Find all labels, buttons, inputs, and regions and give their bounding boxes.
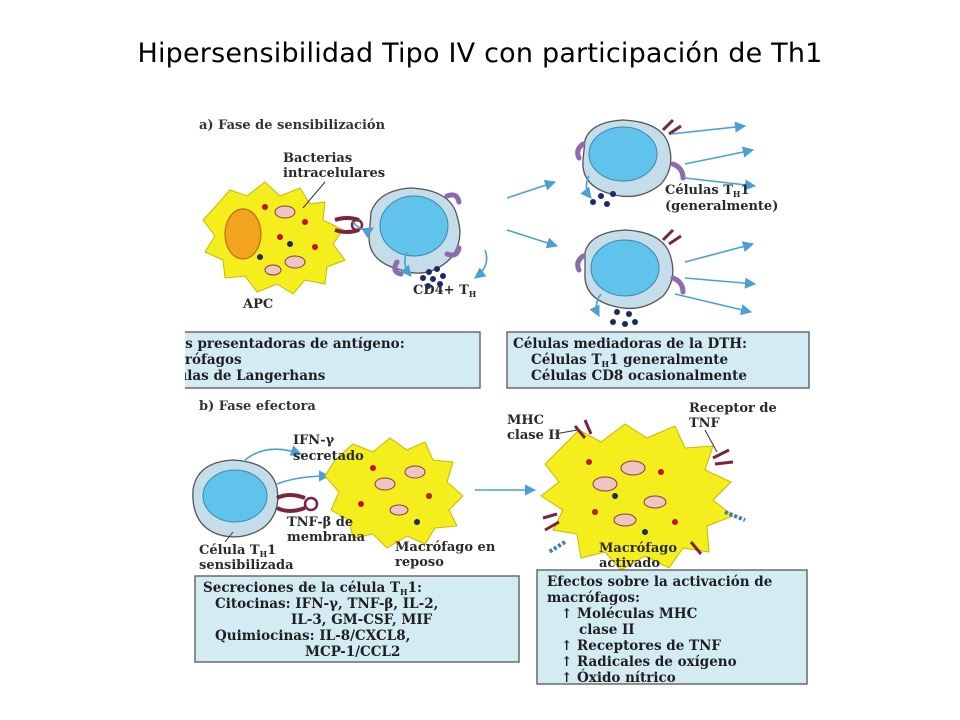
- label-bacteria-2: intracelulares: [283, 166, 385, 181]
- svg-text:↑ Radicales de oxígeno: ↑ Radicales de oxígeno: [561, 654, 737, 670]
- dth-figure: a) Fase de sensibilización Bacterias int…: [185, 118, 810, 686]
- label-resting-2: reposo: [395, 555, 444, 570]
- svg-text:macrófagos:: macrófagos:: [547, 590, 640, 606]
- box-dth-mediators: Células mediadoras de la DTH: Células TH…: [506, 331, 810, 389]
- tnf-receptor: [712, 448, 734, 466]
- label-tnfr-1: Receptor de: [689, 401, 777, 416]
- label-th1: Células T: [665, 183, 733, 198]
- label-tnf-2: membrana: [287, 530, 366, 545]
- cytokine-dots: [420, 266, 446, 289]
- svg-text:Quimiocinas: IL-8/CXCL8,: Quimiocinas: IL-8/CXCL8,: [215, 628, 410, 644]
- th1-cell-bottom: [575, 228, 686, 310]
- svg-text:CD4+ TH: CD4+ TH: [413, 283, 477, 299]
- mhc-ii-receptor: [573, 419, 593, 439]
- svg-text:↑ Óxido nítrico: ↑ Óxido nítrico: [561, 669, 676, 686]
- svg-text:↑ Moléculas MHC: ↑ Moléculas MHC: [561, 606, 698, 622]
- label-ifn-2: secretado: [293, 449, 364, 464]
- label-ifn-1: IFN-γ: [293, 433, 335, 448]
- arrow-ifn: [244, 445, 303, 461]
- activated-macrophage: [540, 419, 746, 571]
- svg-text:IL-3, GM-CSF, MIF: IL-3, GM-CSF, MIF: [291, 612, 433, 628]
- apc-nucleus: [224, 208, 262, 260]
- bacteria-vesicle: [284, 255, 306, 269]
- box-macrophage-activation-effects: Efectos sobre la activación de macrófago…: [536, 569, 808, 686]
- svg-text:Células presentadoras de antíg: Células presentadoras de antígeno:: [185, 336, 405, 352]
- arrow-to-th1-bottom: [506, 229, 559, 249]
- svg-text:Células CD8 ocasionalmente: Células CD8 ocasionalmente: [531, 368, 747, 384]
- label-cd4-sub: H: [469, 289, 477, 299]
- svg-text:Macrófagos: Macrófagos: [185, 352, 242, 368]
- resting-macrophage: [324, 437, 464, 549]
- box-th1-secretions: Secreciones de la célula TH1: Citocinas:…: [194, 575, 520, 663]
- label-bacteria-1: Bacterias: [283, 151, 352, 166]
- box-apc-types: Células presentadoras de antígeno: Macró…: [185, 331, 481, 389]
- svg-text:Célula TH1: Célula TH1: [199, 543, 276, 559]
- tcr-mhc-contact-b: [276, 493, 319, 513]
- svg-text:Células TH1 generalmente: Células TH1 generalmente: [531, 352, 728, 369]
- panel-a-header: a) Fase de sensibilización: [199, 118, 386, 133]
- label-apc: APC: [242, 297, 273, 312]
- th1-top-dots: [590, 191, 616, 207]
- cd4-t-cell: [368, 187, 462, 277]
- svg-text:Células de Langerhans: Células de Langerhans: [185, 368, 326, 384]
- label-th1-generalmente: (generalmente): [665, 199, 778, 214]
- sensitized-th1-cell: [192, 459, 279, 543]
- svg-text:clase II: clase II: [579, 622, 635, 638]
- label-sensitized-tcell: Célula T: [199, 543, 260, 558]
- bacteria-vesicle: [274, 205, 296, 219]
- label-mhc-2: clase II: [507, 428, 561, 443]
- label-sensitized-2: sensibilizada: [199, 558, 294, 573]
- svg-text:Células mediadoras de la DTH:: Células mediadoras de la DTH:: [513, 336, 747, 352]
- apc-macrophage: [202, 181, 346, 295]
- svg-text:MCP-1/CCL2: MCP-1/CCL2: [305, 644, 400, 660]
- bacteria-vesicle: [264, 264, 282, 276]
- svg-text:↑ Receptores de TNF: ↑ Receptores de TNF: [561, 638, 721, 654]
- svg-text:Citocinas: IFN-γ, TNF-β, IL-2,: Citocinas: IFN-γ, TNF-β, IL-2,: [215, 596, 438, 612]
- label-activated-1: Macrófago: [599, 541, 677, 556]
- slide-title: Hipersensibilidad Tipo IV con participac…: [137, 38, 823, 69]
- svg-text:Efectos sobre la activación de: Efectos sobre la activación de: [547, 574, 772, 590]
- label-activated-2: activado: [599, 556, 660, 571]
- panel-b-header: b) Fase efectora: [199, 399, 316, 414]
- svg-text:Células TH1: Células TH1: [665, 183, 750, 199]
- svg-text:Secreciones de la célula TH1:: Secreciones de la célula TH1:: [203, 580, 422, 597]
- label-mhc-1: MHC: [507, 413, 544, 428]
- th1-bottom-dots: [610, 309, 638, 327]
- arrow-to-th1-top: [506, 179, 557, 199]
- label-tnf-1: TNF-β de: [287, 515, 353, 530]
- label-tnfr-2: TNF: [689, 416, 721, 431]
- th1-cell-top: [575, 118, 686, 198]
- label-resting-1: Macrófago en: [395, 540, 496, 555]
- mhc-tcr-contact: [334, 216, 364, 234]
